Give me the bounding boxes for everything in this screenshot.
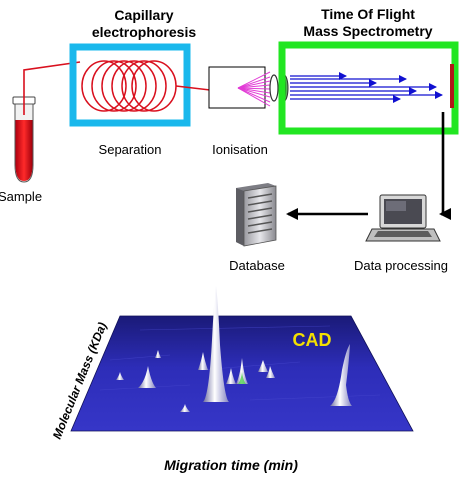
ce-title-line2: electrophoresis [92, 24, 196, 40]
ionisation-label: Ionisation [212, 142, 268, 157]
x-axis-label: Migration time (min) [164, 457, 298, 473]
ce-title: Capillary electrophoresis [92, 7, 196, 40]
detector [450, 64, 454, 108]
flight-arrows [290, 72, 443, 103]
peak-left [138, 366, 156, 388]
peak-small-1 [226, 368, 236, 384]
peak-green [236, 358, 248, 384]
plot-peaks [116, 286, 352, 412]
peak-small-2 [258, 360, 268, 372]
peak-small-3 [266, 366, 275, 378]
capillary-outlet [175, 85, 211, 91]
detector-to-processing-arrow [439, 112, 451, 220]
database-label: Database [229, 258, 285, 273]
tof-box [278, 41, 459, 135]
ionisation-source [208, 66, 266, 109]
tof-title-line1: Time Of Flight [321, 6, 415, 22]
data-processing-label: Data processing [354, 258, 448, 273]
ce-title-line1: Capillary [114, 7, 173, 23]
peak-small-7 [116, 372, 124, 380]
capillary-coil [81, 60, 177, 112]
plot-tag: CAD [293, 330, 332, 350]
ce-ms-surface-plot: CAD [70, 286, 414, 432]
capillary-inlet [23, 61, 81, 115]
peak-small-6 [155, 350, 161, 358]
tof-title-line2: Mass Spectrometry [303, 23, 432, 39]
separation-label: Separation [99, 142, 162, 157]
laptop-icon [365, 194, 441, 242]
test-tube-icon [12, 96, 36, 183]
ion-spray [237, 71, 271, 107]
tof-title: Time Of Flight Mass Spectrometry [303, 6, 432, 39]
peak-major [203, 286, 229, 402]
ce-box [69, 43, 191, 127]
peak-right [330, 344, 352, 406]
server-tower-icon [236, 183, 277, 247]
peak-small-5 [180, 404, 190, 412]
peak-small-4 [198, 352, 208, 370]
sample-label: Sample [0, 189, 42, 204]
